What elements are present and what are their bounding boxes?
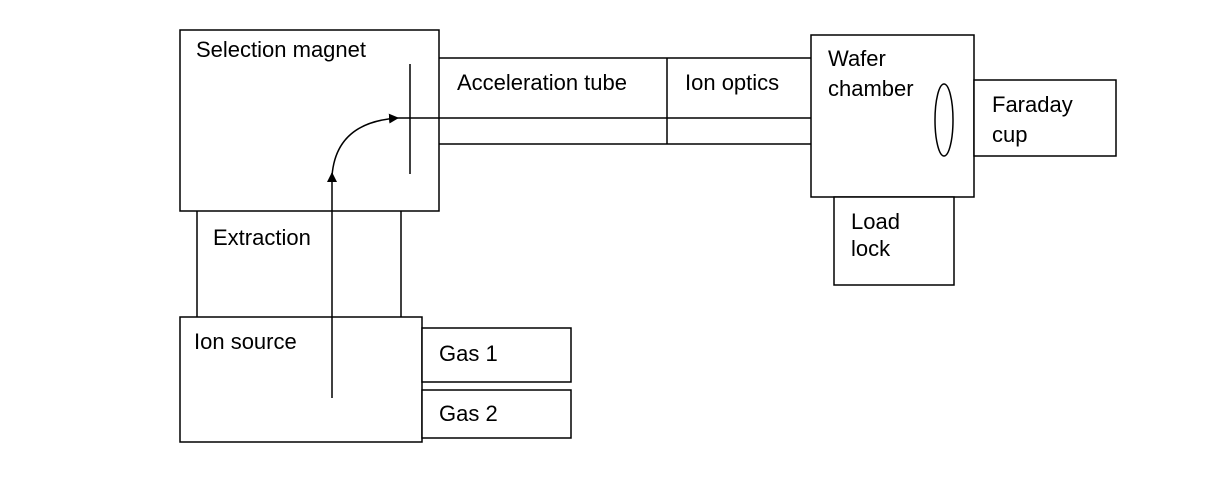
load-lock-label-line1: Load: [851, 209, 900, 234]
ion-source-box: [179, 316, 423, 443]
ion-optics-label: Ion optics: [685, 70, 779, 95]
extraction-label: Extraction: [213, 225, 311, 250]
ion-source-label: Ion source: [194, 329, 297, 354]
faraday-cup-box: [973, 79, 1117, 157]
selection-magnet-label: Selection magnet: [196, 37, 366, 62]
gas-1-box: [421, 327, 572, 383]
wafer-ellipse: [934, 83, 954, 157]
load-lock-box: [833, 196, 955, 286]
load-lock-label-line2: lock: [851, 236, 891, 261]
faraday-cup-label-line2: cup: [992, 122, 1027, 147]
magnet-beam-curve: [331, 113, 399, 177]
faraday-cup-label-line1: Faraday: [992, 92, 1073, 117]
acceleration-tube-label: Acceleration tube: [457, 70, 627, 95]
gas-1-label: Gas 1: [439, 341, 498, 366]
wafer-chamber-label-line2: chamber: [828, 76, 914, 101]
gas-2-label: Gas 2: [439, 401, 498, 426]
wafer-chamber-label-line1: Wafer: [828, 46, 886, 71]
gas-2-box: [421, 389, 572, 439]
